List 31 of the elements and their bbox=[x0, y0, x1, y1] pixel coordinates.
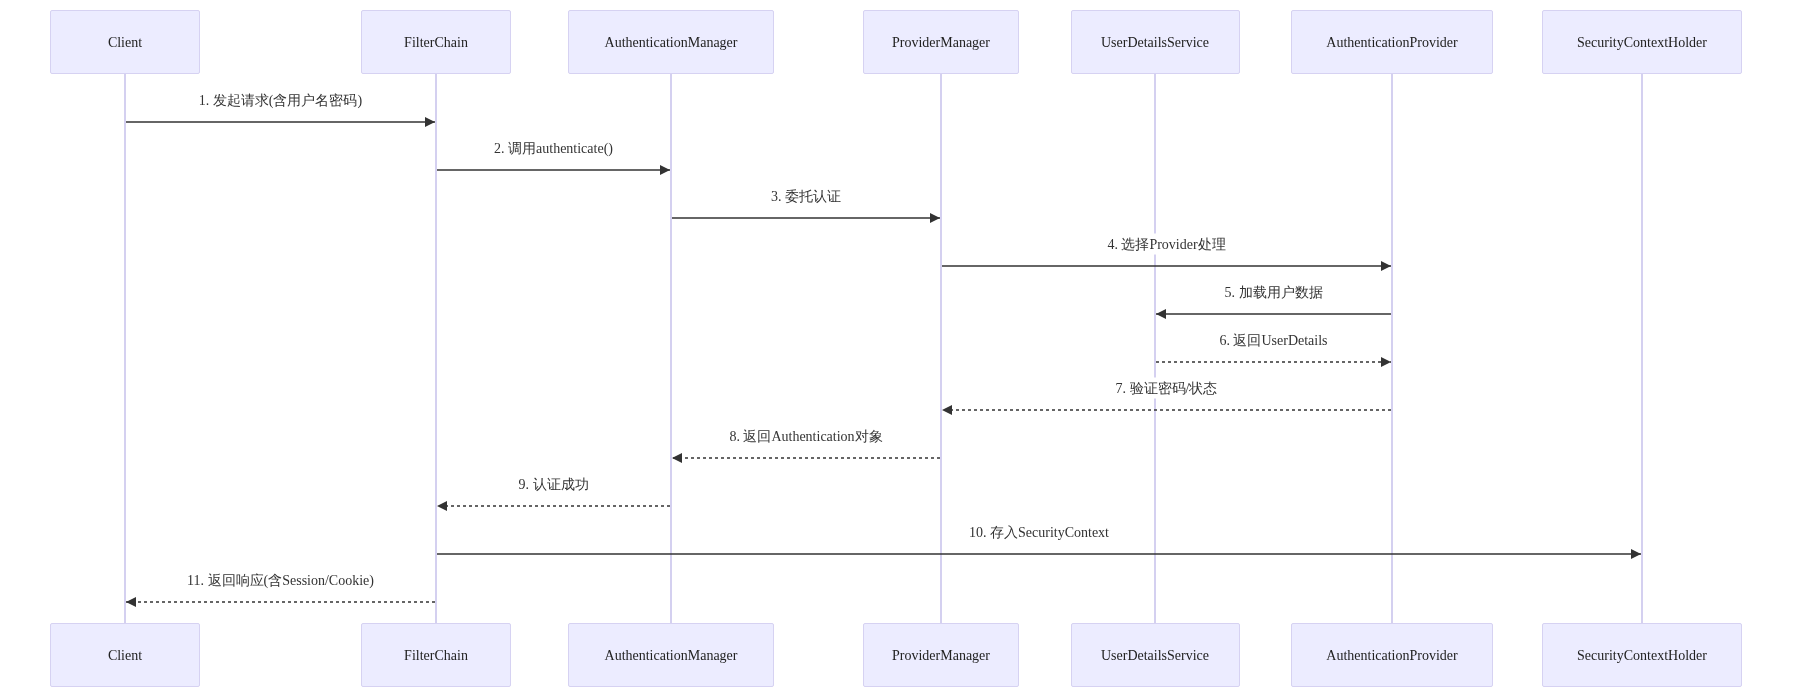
participant-box: Client bbox=[50, 623, 200, 687]
lifeline bbox=[1391, 74, 1393, 623]
participant-box: Client bbox=[50, 10, 200, 74]
message-arrow bbox=[436, 501, 671, 511]
message-arrow bbox=[436, 549, 1642, 559]
lifeline bbox=[1641, 74, 1643, 623]
participant-box: SecurityContextHolder bbox=[1542, 10, 1742, 74]
message-arrow bbox=[1155, 357, 1392, 367]
participant-box: SecurityContextHolder bbox=[1542, 623, 1742, 687]
participant-box: ProviderManager bbox=[863, 10, 1019, 74]
participant-box: UserDetailsService bbox=[1070, 623, 1240, 687]
lifeline bbox=[124, 74, 126, 623]
message-arrow bbox=[125, 597, 436, 607]
message-arrow bbox=[1155, 309, 1392, 319]
lifeline bbox=[435, 74, 437, 623]
message-arrow bbox=[671, 213, 941, 223]
participant-box: ProviderManager bbox=[863, 623, 1019, 687]
lifeline bbox=[1154, 74, 1156, 623]
message-arrow bbox=[125, 117, 436, 127]
participant-box: FilterChain bbox=[361, 10, 511, 74]
message-arrow bbox=[436, 165, 671, 175]
participant-box: AuthenticationProvider bbox=[1291, 623, 1493, 687]
lifeline bbox=[670, 74, 672, 623]
participant-box: FilterChain bbox=[361, 623, 511, 687]
lifeline bbox=[940, 74, 942, 623]
participant-box: UserDetailsService bbox=[1070, 10, 1240, 74]
participant-box: AuthenticationManager bbox=[568, 10, 774, 74]
participant-box: AuthenticationProvider bbox=[1291, 10, 1493, 74]
message-arrow bbox=[941, 405, 1392, 415]
participant-box: AuthenticationManager bbox=[568, 623, 774, 687]
message-arrow bbox=[671, 453, 941, 463]
